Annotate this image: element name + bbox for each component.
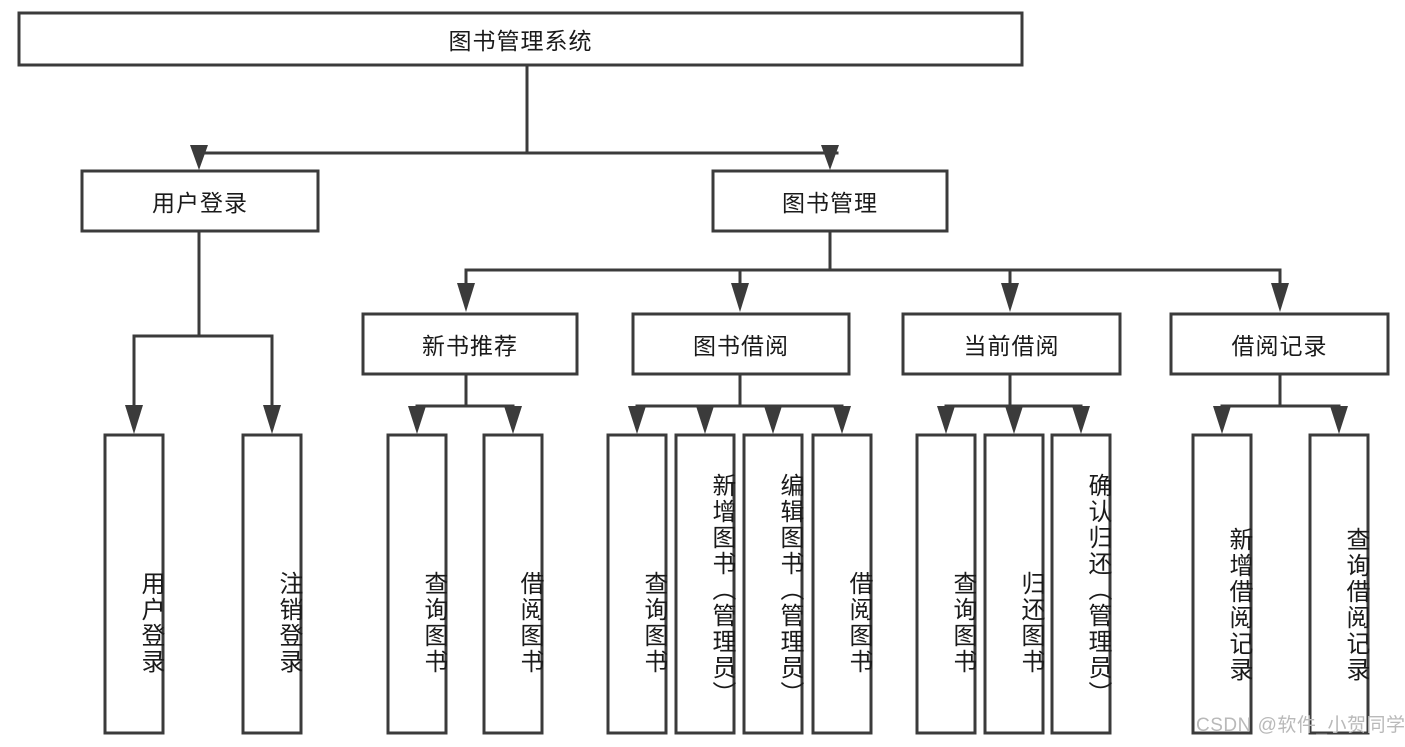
node-box-user-login[interactable] [80,169,320,233]
node-box-leaf-query-book-1[interactable] [386,433,448,735]
arrow-head-leaf-user-login [125,405,143,434]
node-box-leaf-add-record[interactable] [1191,433,1253,735]
node-box-borrow-record[interactable] [1169,312,1390,376]
arrow-head-current-borrow [1001,283,1019,312]
node-box-leaf-confirm-return[interactable] [1050,433,1112,735]
node-box-leaf-query-book-3[interactable] [915,433,977,735]
arrow-head-leaf-confirm-return [1072,406,1090,434]
arrow-head-leaf-logout [263,405,281,434]
arrow-head-leaf-return-book [1005,406,1023,434]
node-box-leaf-borrow-book-1[interactable] [482,433,544,735]
node-box-leaf-add-book[interactable] [674,433,736,735]
arrow-head-leaf-edit-book [764,406,782,434]
node-box-leaf-user-login[interactable] [103,433,165,735]
arrow-head-leaf-add-book [696,406,714,434]
node-box-book-borrow[interactable] [631,312,851,376]
arrow-head-new-book-rec [457,283,475,312]
node-box-leaf-edit-book[interactable] [742,433,804,735]
arrow-head-book-borrow [731,283,749,312]
node-box-new-book-rec[interactable] [361,312,579,376]
node-box-root[interactable] [17,11,1024,67]
node-box-leaf-logout[interactable] [241,433,303,735]
arrow-head-leaf-borrow-book-2 [833,406,851,434]
arrow-head-leaf-query-book-1 [408,406,426,434]
node-box-leaf-query-record[interactable] [1308,433,1370,735]
node-box-current-borrow[interactable] [901,312,1122,376]
arrow-head-user-login [190,145,208,170]
node-box-leaf-borrow-book-2[interactable] [811,433,873,735]
arrow-head-borrow-record [1271,283,1289,312]
arrow-head-leaf-query-book-3 [937,406,955,434]
arrow-head-leaf-borrow-book-1 [504,406,522,434]
arrow-head-leaf-query-record [1330,406,1348,434]
node-box-book-manage[interactable] [711,169,949,233]
node-box-leaf-query-book-2[interactable] [606,433,668,735]
arrow-head-leaf-add-record [1213,406,1231,434]
arrow-head-leaf-query-book-2 [628,406,646,434]
arrow-head-book-manage [821,145,839,170]
node-box-leaf-return-book[interactable] [983,433,1045,735]
